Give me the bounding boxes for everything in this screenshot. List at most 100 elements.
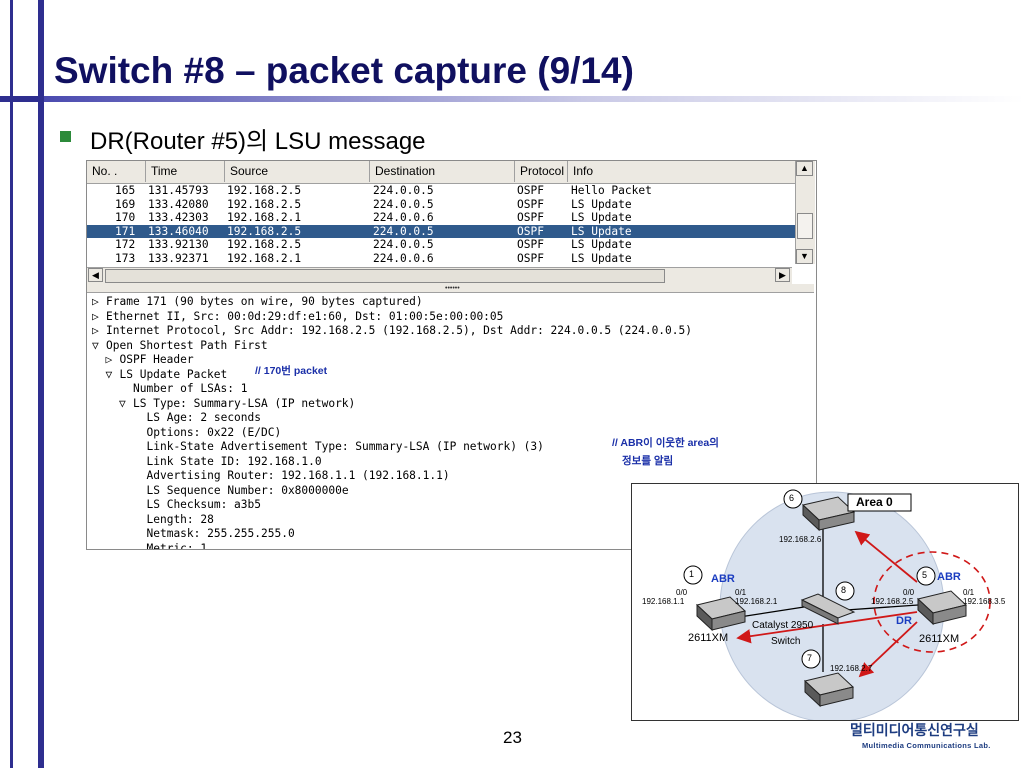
packet-source-cell: 192.168.2.1	[227, 211, 302, 224]
scroll-right-icon[interactable]: ▶	[775, 268, 790, 282]
lsu-arrow-to-r1	[736, 611, 918, 644]
detail-tree-line[interactable]: ▷Ethernet II, Src: 00:0d:29:df:e1:60, Ds…	[92, 310, 503, 325]
pane-splitter[interactable]	[87, 284, 814, 293]
router-1-icon	[695, 596, 747, 632]
detail-tree-line[interactable]: Advertising Router: 192.168.1.1 (192.168…	[133, 469, 450, 484]
packet-protocol-cell: OSPF	[517, 238, 544, 251]
packet-detail-tree: ▷ Frame 171 (90 bytes on wire, 90 bytes c…	[87, 292, 814, 549]
packet-capture-window: No. . Time Source Destination Protocol I…	[86, 160, 817, 550]
packet-info-cell: LS Update	[571, 224, 632, 238]
slide-title-underline	[44, 96, 1024, 102]
router-1-ip-right: 192.168.2.1	[735, 597, 778, 606]
packet-annotation: // 170번 packet	[255, 365, 328, 377]
packet-protocol-cell: OSPF	[517, 251, 544, 265]
splitter-grip-icon[interactable]: ••••••	[445, 285, 460, 292]
lsu-arrow-to-r7	[858, 621, 918, 678]
detail-tree-text: LS Sequence Number: 0x8000000e	[146, 483, 349, 497]
slide-horizontal-rule	[0, 96, 44, 102]
detail-tree-line[interactable]: LS Sequence Number: 0x8000000e	[133, 484, 349, 499]
packet-destination-cell: 224.0.0.6	[373, 211, 434, 224]
packet-source-cell: 192.168.2.1	[227, 251, 302, 265]
router-5-dr-label: DR	[896, 615, 912, 627]
packet-protocol-cell: OSPF	[517, 197, 544, 211]
packet-list-horizontal-scrollbar[interactable]: ◀ ▶	[87, 267, 792, 285]
packet-destination-cell: 224.0.0.5	[373, 224, 434, 238]
bullet-marker	[60, 131, 71, 142]
packet-info-cell: LS Update	[571, 211, 632, 224]
router-7-icon	[803, 672, 855, 708]
scroll-down-icon[interactable]: ▼	[796, 249, 813, 264]
column-header-protocol[interactable]: Protocol	[515, 161, 568, 182]
expanded-triangle-icon[interactable]: ▽	[105, 367, 113, 381]
detail-tree-text: Length: 28	[146, 512, 214, 526]
collapsed-triangle-icon[interactable]: ▷	[92, 295, 99, 308]
detail-tree-line[interactable]: Link-State Advertisement Type: Summary-L…	[133, 440, 544, 455]
packet-list-header: No. . Time Source Destination Protocol I…	[87, 161, 795, 184]
detail-tree-text: Link-State Advertisement Type: Summary-L…	[146, 440, 544, 453]
packet-time-cell: 133.42303	[148, 211, 209, 224]
packet-source-cell: 192.168.2.5	[227, 197, 302, 211]
vertical-scroll-thumb[interactable]	[797, 213, 813, 239]
column-header-source[interactable]: Source	[225, 161, 370, 182]
detail-tree-text: Advertising Router: 192.168.1.1 (192.168…	[146, 469, 450, 482]
detail-tree-line[interactable]: ▽LS Update Packet	[106, 368, 228, 383]
detail-tree-line[interactable]: ▷ OSPF Header	[106, 353, 194, 368]
column-header-info[interactable]: Info	[573, 164, 594, 178]
detail-tree-text: OSPF Header	[119, 353, 194, 366]
detail-tree-line[interactable]: ▽ LS Type: Summary-LSA (IP network)	[119, 397, 355, 412]
detail-tree-line[interactable]: Netmask: 255.255.255.0	[133, 527, 295, 542]
expanded-triangle-icon[interactable]: ▽	[119, 396, 126, 410]
packet-no-cell: 170	[115, 211, 136, 224]
column-header-no[interactable]: No. .	[87, 161, 146, 182]
lsu-arrow-to-r6	[854, 530, 918, 583]
collapsed-triangle-icon[interactable]: ▷	[105, 353, 113, 366]
detail-tree-text: Frame 171 (90 bytes on wire, 90 bytes ca…	[106, 295, 423, 308]
collapsed-triangle-icon[interactable]: ▷	[92, 309, 99, 323]
packet-no-cell: 165	[115, 184, 136, 197]
lab-name-korean: 멀티미디어통신연구실	[850, 722, 979, 738]
packet-protocol-cell: OSPF	[517, 184, 544, 197]
detail-tree-line[interactable]: ▽Open Shortest Path First	[92, 339, 268, 354]
horizontal-scroll-thumb[interactable]	[105, 269, 665, 283]
detail-tree-line[interactable]: LS Checksum: a3b5	[133, 498, 262, 513]
packet-info-cell: LS Update	[571, 251, 632, 265]
expanded-triangle-icon[interactable]: ▽	[92, 338, 99, 352]
detail-tree-text: Netmask: 255.255.255.0	[146, 527, 295, 540]
lab-name-english: Multimedia Communications Lab.	[862, 741, 991, 750]
detail-tree-text: Internet Protocol, Src Addr: 192.168.2.5…	[106, 324, 692, 337]
column-header-time[interactable]: Time	[146, 161, 225, 182]
area-0-label: Area 0	[856, 495, 893, 509]
column-header-destination[interactable]: Destination	[370, 161, 515, 182]
detail-tree-line[interactable]: Metric: 1	[133, 542, 208, 550]
detail-tree-line[interactable]: Link State ID: 192.168.1.0	[133, 455, 322, 470]
packet-no-cell: 171	[115, 224, 136, 238]
detail-tree-line[interactable]: Length: 28	[133, 513, 214, 528]
packet-list-vertical-scrollbar[interactable]: ▲ ▼	[795, 161, 815, 264]
packet-destination-cell: 224.0.0.5	[373, 238, 434, 251]
scroll-up-icon[interactable]: ▲	[796, 161, 813, 176]
detail-tree-text: LS Type: Summary-LSA (IP network)	[133, 396, 356, 410]
switch-8-name-line2: Switch	[771, 636, 801, 647]
detail-tree-line[interactable]: Options: 0x22 (E/DC)	[133, 426, 282, 441]
detail-tree-line[interactable]: ▷ Frame 171 (90 bytes on wire, 90 bytes c…	[92, 295, 423, 310]
detail-tree-line[interactable]: Number of LSAs: 1	[119, 382, 248, 397]
detail-tree-line[interactable]: ▷ Internet Protocol, Src Addr: 192.168.2.…	[92, 324, 692, 339]
collapsed-triangle-icon[interactable]: ▷	[92, 324, 99, 337]
packet-source-cell: 192.168.2.5	[227, 184, 302, 197]
router-5-icon	[916, 590, 968, 626]
switch-8-name-line1: Catalyst 2950	[752, 620, 814, 631]
detail-tree-text: Number of LSAs: 1	[133, 382, 248, 395]
switch-8-id: 8	[841, 585, 847, 595]
router-1-model: 2611XM	[688, 632, 729, 644]
packet-info-cell: Hello Packet	[571, 184, 652, 197]
packet-time-cell: 133.92371	[148, 251, 209, 265]
scroll-left-icon[interactable]: ◀	[88, 268, 103, 282]
slide-vertical-rule-thin	[10, 0, 13, 768]
detail-tree-line[interactable]: LS Age: 2 seconds	[133, 411, 262, 426]
